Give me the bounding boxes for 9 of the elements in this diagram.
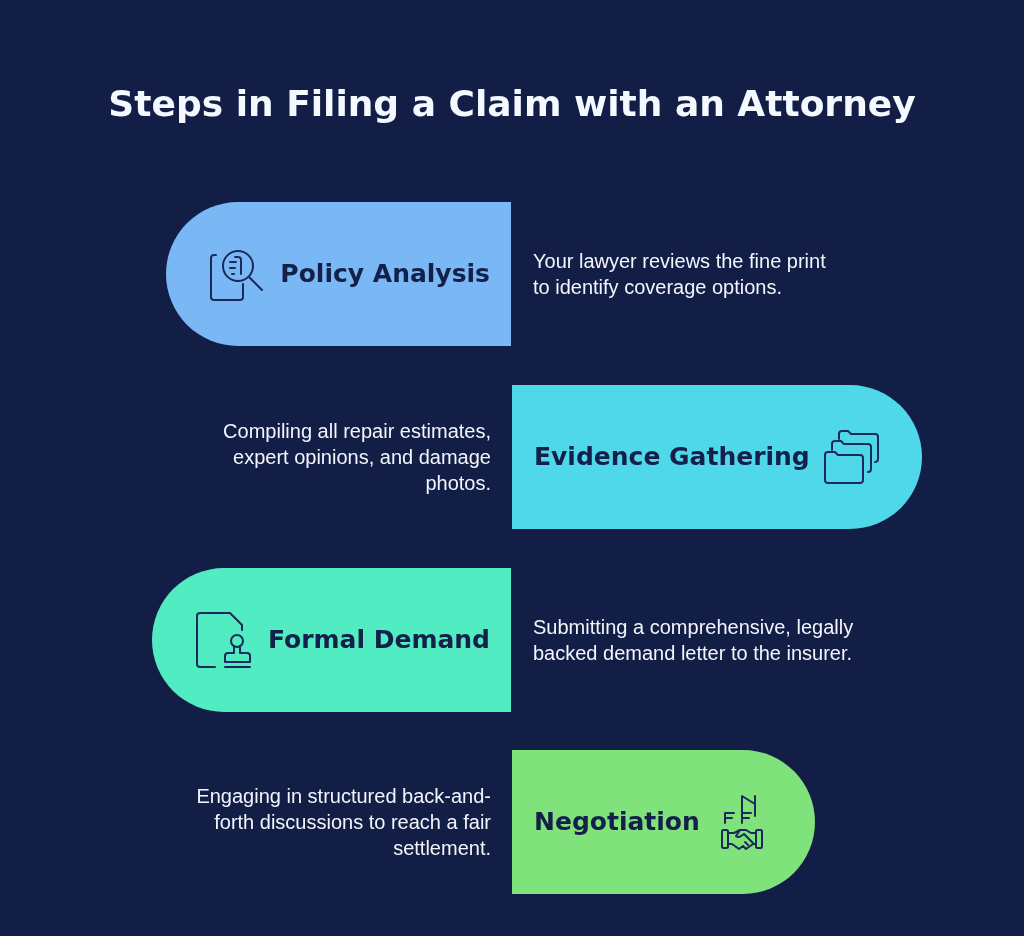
step-description: Submitting a comprehensive, legally backed demand letter to the insurer. [533, 615, 855, 666]
step-heading: Evidence Gathering [534, 441, 810, 473]
step-heading: Policy Analysis [280, 258, 490, 290]
step-description: Your lawyer reviews the fine print to identify coverage options. [533, 249, 827, 300]
step-heading: Formal Demand [267, 624, 490, 656]
step-description: Compiling all repair estimates, expert opinions, and damage photos. [222, 419, 491, 496]
step-description: Engaging in structured back-and-forth discussions to reach a fair settlement. [195, 784, 491, 861]
step-heading: Negotiation [534, 806, 700, 838]
title: Steps in Filing a Claim with an Attorney [107, 82, 917, 126]
